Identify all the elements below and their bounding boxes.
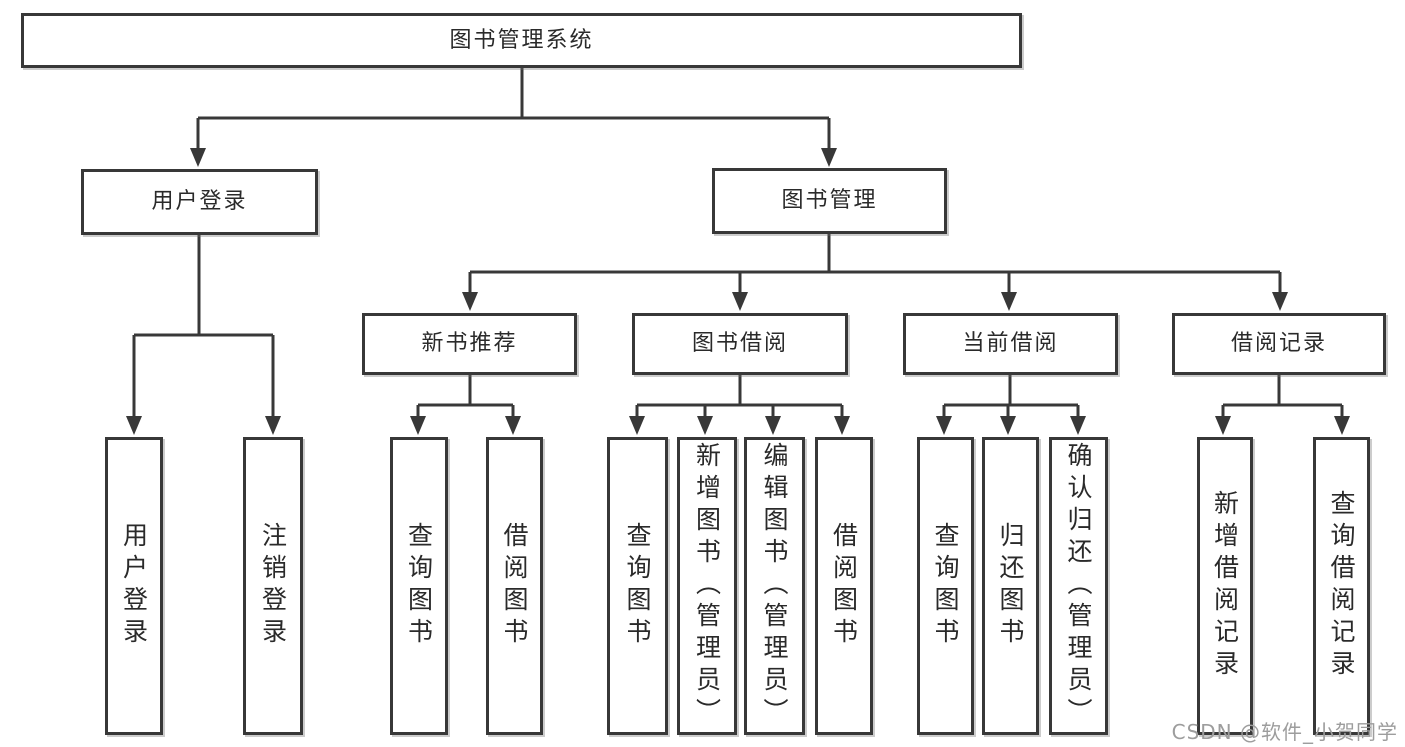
leaf-add-borrow-record: 新增借阅记录 — [1197, 437, 1253, 735]
leaf-edit-book-admin: 编辑图书（管理员） — [744, 437, 805, 735]
node-book-borrowing: 图书借阅 — [632, 313, 848, 375]
leaf-borrow-books-recommend: 借阅图书 — [486, 437, 543, 735]
leaf-query-books-borrowing: 查询图书 — [607, 437, 668, 735]
leaf-add-book-admin: 新增图书（管理员） — [677, 437, 737, 735]
node-user-login: 用户登录 — [81, 169, 318, 235]
leaf-return-books: 归还图书 — [982, 437, 1039, 735]
node-library-management-system: 图书管理系统 — [21, 13, 1022, 68]
node-current-borrowing: 当前借阅 — [903, 313, 1118, 375]
leaf-query-books-current: 查询图书 — [917, 437, 974, 735]
csdn-watermark: CSDN @软件_小贺同学 — [1171, 720, 1398, 744]
leaf-logout: 注销登录 — [243, 437, 303, 735]
leaf-query-books-recommend: 查询图书 — [390, 437, 448, 735]
node-new-book-recommendation: 新书推荐 — [362, 313, 577, 375]
leaf-user-login: 用户登录 — [105, 437, 163, 735]
node-book-management: 图书管理 — [712, 168, 947, 234]
leaf-query-borrow-record: 查询借阅记录 — [1313, 437, 1370, 735]
leaf-confirm-return-admin: 确认归还（管理员） — [1049, 437, 1108, 735]
node-borrowing-records: 借阅记录 — [1172, 313, 1386, 375]
leaf-borrow-books-borrowing: 借阅图书 — [815, 437, 873, 735]
